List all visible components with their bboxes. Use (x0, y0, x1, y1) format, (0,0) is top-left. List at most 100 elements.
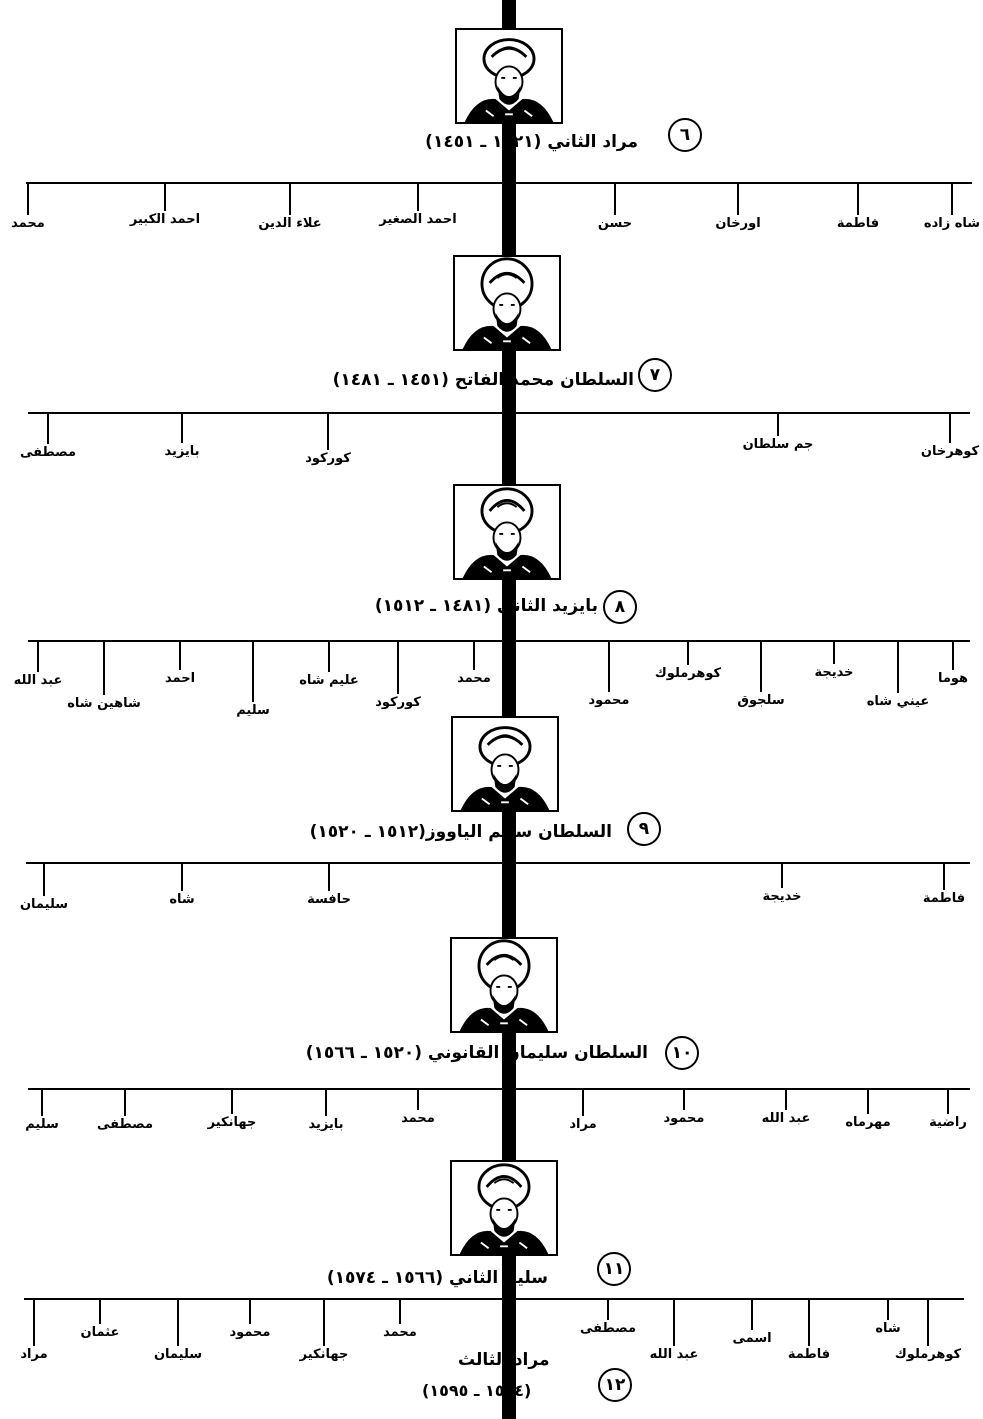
generation-number-badge: ١٠ (665, 1036, 699, 1070)
child-name: مصطفى (19, 445, 77, 460)
child-name: خديجة (814, 665, 854, 680)
child-name: جهانكير (207, 1115, 257, 1130)
child-name: فاطمة (836, 216, 880, 231)
generation-number-badge: ١٢ (598, 1368, 632, 1402)
child-name: عبد الله (649, 1347, 699, 1362)
generation-number-badge: ٧ (638, 358, 672, 392)
sultan-title: سليم الثاني (١٥٦٦ ـ ١٥٧٤) (326, 1268, 548, 1288)
child-connector (252, 640, 254, 702)
child-connector (614, 182, 616, 215)
child-connector (608, 640, 610, 692)
child-connector (399, 1298, 401, 1324)
child-name: احمد الصغير (379, 212, 457, 227)
child-connector (179, 640, 181, 670)
child-name: فاطمة (922, 891, 966, 906)
child-name: خديجة (762, 889, 802, 904)
child-name: حسن (597, 216, 633, 231)
child-name: احمد الكبير (129, 212, 201, 227)
child-name: سلجوق (737, 693, 785, 708)
child-connector (289, 182, 291, 215)
child-name: راضية (929, 1115, 967, 1130)
sultan-title: مراد الثالث (458, 1350, 550, 1370)
sultan-portrait (450, 937, 558, 1033)
child-connector (949, 412, 951, 443)
child-connector (124, 1088, 126, 1116)
child-name: سليمان (153, 1347, 203, 1362)
generation-number-badge: ٩ (627, 812, 661, 846)
child-name: بايزيد (164, 444, 200, 459)
generation-number-badge: ٨ (603, 590, 637, 624)
child-connector (328, 862, 330, 891)
child-connector (103, 640, 105, 695)
child-connector (785, 1088, 787, 1110)
child-name: مصطفى (579, 1321, 637, 1336)
child-connector (231, 1088, 233, 1114)
child-connector (417, 182, 419, 211)
child-connector (417, 1088, 419, 1110)
child-name: كوركود (375, 695, 421, 710)
child-name: شاه (169, 892, 195, 907)
child-name: حافسة (307, 892, 351, 907)
child-name: هوما (937, 671, 969, 686)
child-name: شاهين شاه (67, 696, 141, 711)
sultan-portrait (451, 716, 559, 812)
sultan-title: مراد الثاني (١٤٢١ ـ ١٤٥١) (425, 132, 638, 152)
child-name: عيني شاه (866, 694, 930, 709)
child-name: شاه زاده (923, 216, 981, 231)
child-name: مصطفى (96, 1117, 154, 1132)
child-name: مهرماه (845, 1115, 891, 1130)
child-name: عثمان (80, 1325, 120, 1340)
child-connector (887, 1298, 889, 1320)
child-connector (808, 1298, 810, 1346)
child-connector (164, 182, 166, 211)
child-connector (37, 640, 39, 672)
child-connector (833, 640, 835, 664)
child-connector (943, 862, 945, 890)
child-connector (249, 1298, 251, 1324)
child-name: اورخان (715, 216, 761, 231)
child-name: كوركود (305, 451, 351, 466)
child-connector (607, 1298, 609, 1320)
child-connector (327, 412, 329, 450)
child-connector (473, 640, 475, 670)
child-name: محمود (229, 1325, 271, 1340)
child-connector (33, 1298, 35, 1346)
child-connector (177, 1298, 179, 1346)
child-connector (751, 1298, 753, 1330)
child-connector (781, 862, 783, 888)
child-connector (325, 1088, 327, 1116)
sultan-reign-dates: (١٥٧٤ ـ ١٥٩٥) (422, 1381, 532, 1400)
sultan-portrait (453, 484, 561, 580)
child-connector (897, 640, 899, 693)
child-name: مراد (569, 1117, 597, 1132)
child-name: محمد (457, 671, 491, 686)
child-name: سليم (25, 1117, 59, 1132)
child-connector (857, 182, 859, 215)
child-connector (47, 412, 49, 444)
child-name: محمد (383, 1325, 417, 1340)
child-name: شاه (875, 1321, 901, 1336)
child-name: عبد الله (13, 673, 63, 688)
child-name: محمد (11, 216, 45, 231)
sultan-portrait (450, 1160, 558, 1256)
sultan-title: السلطان سليم الياووز(١٥١٢ ـ ١٥٢٠) (309, 822, 612, 842)
child-connector (777, 412, 779, 436)
generation-number-badge: ١١ (597, 1252, 631, 1286)
child-name: سليمان (19, 897, 69, 912)
child-connector (181, 412, 183, 443)
child-name: كوهرملوك (654, 666, 722, 681)
sibling-bar (28, 412, 970, 414)
sultan-portrait (455, 28, 563, 124)
child-name: بايزيد (308, 1117, 344, 1132)
child-connector (687, 640, 689, 665)
child-name: كوهرخان (920, 444, 980, 459)
child-connector (27, 182, 29, 215)
child-connector (673, 1298, 675, 1346)
child-name: محمود (588, 693, 630, 708)
sibling-bar (28, 640, 970, 642)
child-name: جهانكير (299, 1347, 349, 1362)
sultan-title: السلطان محمد الفاتح (١٤٥١ ـ ١٤٨١) (332, 370, 634, 390)
child-name: علاء الدين (258, 216, 322, 231)
child-connector (760, 640, 762, 692)
